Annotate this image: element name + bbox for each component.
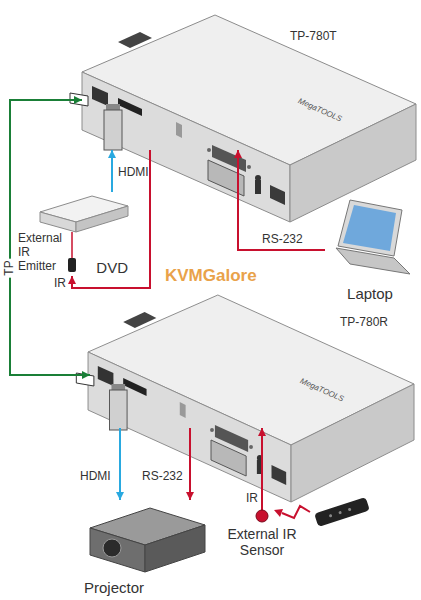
cable-line	[10, 100, 90, 375]
device-panel	[82, 72, 290, 222]
signal-label: IR	[54, 277, 66, 291]
remote	[314, 497, 370, 527]
dvd-front	[40, 212, 76, 232]
arrow-head	[108, 150, 116, 158]
device-label: Projector	[84, 579, 144, 596]
brand-text: MegaTOOLS	[299, 376, 346, 404]
power-terminal	[270, 185, 285, 205]
device-label: DVD	[96, 259, 128, 276]
brand-text: MegaTOOLS	[297, 96, 344, 124]
projector-lens	[103, 539, 121, 557]
cable-connector	[10, 96, 90, 379]
extender-drawing	[70, 15, 416, 222]
cable-line	[72, 150, 150, 288]
projector-front	[90, 528, 145, 572]
ir-beam-head	[274, 509, 283, 517]
device-label: External IR Sensor	[220, 526, 304, 558]
signal-label: TP	[3, 258, 17, 277]
signal-label: HDMI	[118, 166, 149, 180]
arrow-head	[258, 428, 266, 436]
signal-label: RS-232	[142, 470, 183, 484]
emitter-wire	[71, 232, 73, 258]
laptop-drawing	[336, 200, 410, 274]
cable-connector	[234, 150, 325, 250]
remote-button	[329, 514, 333, 518]
receiver-drawing	[76, 295, 414, 502]
arrow-head	[186, 492, 194, 500]
remote-button	[348, 508, 352, 512]
device-node: Projector	[78, 500, 206, 596]
device-label: TP-780R	[340, 316, 388, 330]
arrow-head	[116, 492, 124, 500]
device-node: Laptop	[325, 192, 415, 304]
remote-button	[338, 511, 342, 515]
device-label: TP-780T	[290, 30, 337, 44]
projector-side	[145, 525, 205, 572]
ir-emitter	[68, 258, 76, 272]
laptop-base	[336, 248, 410, 274]
cable-line	[119, 428, 121, 500]
remote-drawing	[314, 497, 370, 527]
cable-connector	[68, 150, 150, 288]
dvd-side	[76, 206, 128, 232]
signal-label: IR	[246, 492, 258, 506]
screw	[247, 165, 251, 169]
hdmi-plug	[104, 110, 122, 150]
arrow-head	[234, 150, 242, 158]
device-node: External IR Sensor	[220, 506, 304, 566]
sensor-drawing	[256, 497, 370, 527]
logo-mark	[118, 32, 152, 48]
screw	[207, 148, 211, 152]
device-node: TP-780R	[90, 296, 416, 428]
ir-sensor	[256, 510, 268, 522]
cable-connector	[116, 428, 124, 500]
laptop-screen	[343, 205, 396, 251]
cable-connector	[108, 150, 116, 192]
watermark: KVMGalore	[165, 266, 257, 286]
arrow-head	[74, 96, 82, 104]
cable-connector	[186, 428, 194, 500]
arrow-head	[68, 276, 76, 284]
laptop-lid	[338, 200, 402, 256]
signal-label: HDMI	[80, 470, 111, 484]
arrow-head	[82, 371, 90, 379]
signal-label: RS-232	[262, 233, 303, 247]
ir-plug	[255, 180, 261, 194]
part-label: External IR Emitter	[18, 232, 66, 273]
rj45-port	[92, 86, 108, 106]
projector-drawing	[90, 508, 205, 572]
switch	[176, 122, 182, 138]
cable-line	[261, 428, 263, 506]
device-node: TP-780T	[82, 12, 416, 150]
cable-line	[189, 428, 191, 500]
cable-connector	[258, 428, 266, 506]
ir-beam	[282, 506, 310, 518]
device-label: Laptop	[325, 285, 415, 302]
cable-line	[238, 150, 325, 250]
